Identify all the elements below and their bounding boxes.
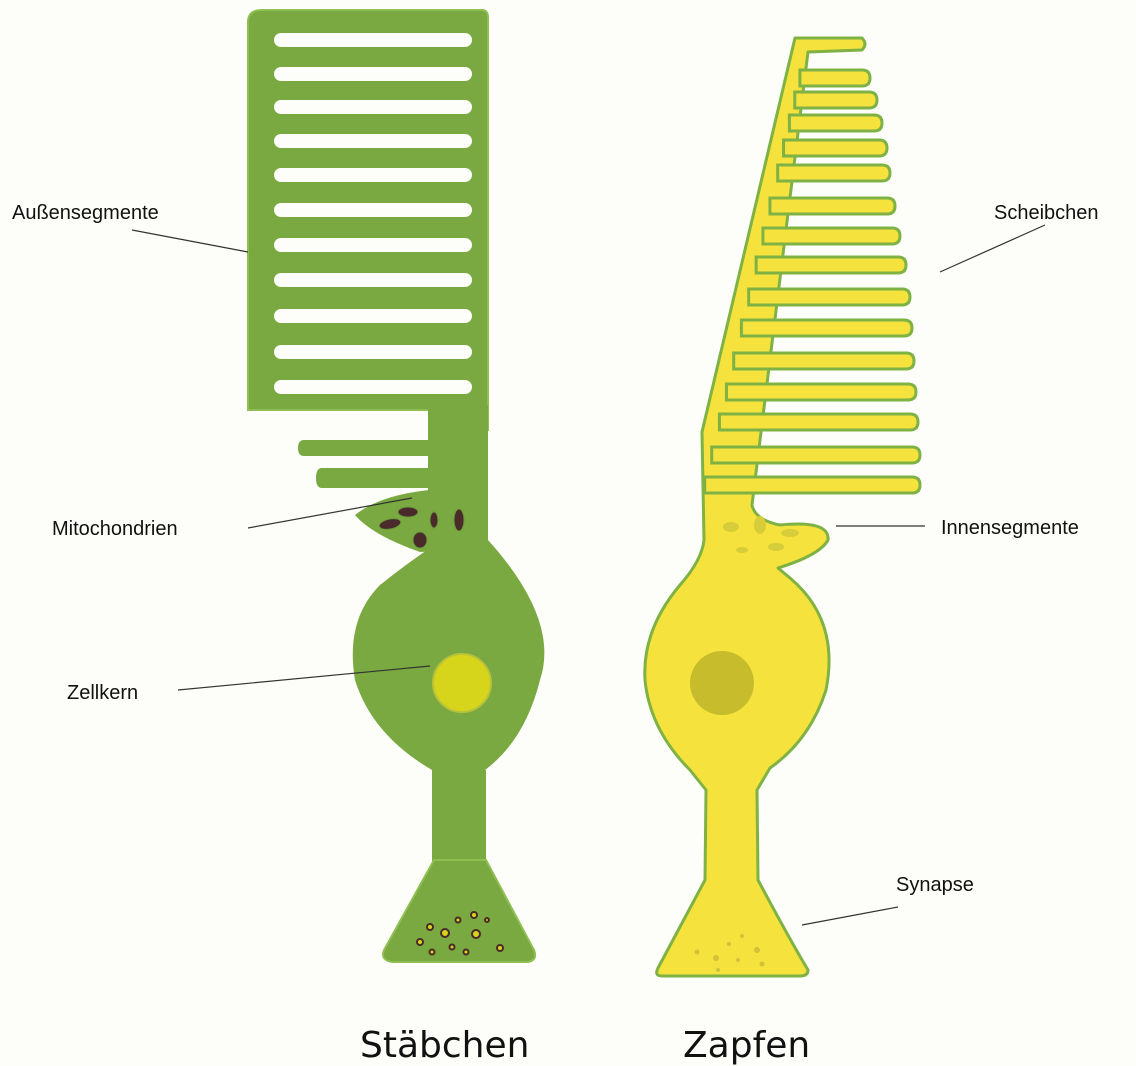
label-synapse: Synapse	[896, 874, 974, 896]
cone-disc-finger	[719, 414, 918, 430]
cone-disc-finger	[741, 320, 912, 336]
label-outer-segment: Außensegmente	[12, 202, 159, 224]
cone-disc-finger	[734, 353, 914, 369]
label-mitochondria: Mitochondrien	[52, 518, 178, 540]
title-cone: Zapfen	[683, 1025, 810, 1066]
rod-disc-slit	[274, 273, 472, 287]
rod-disc-slit	[274, 134, 472, 148]
rod-nucleus	[433, 654, 491, 712]
label-nucleus: Zellkern	[67, 682, 138, 704]
rod-synapse	[383, 860, 535, 962]
rod-disc-slit	[274, 168, 472, 182]
label-discs: Scheibchen	[994, 202, 1099, 224]
title-rod: Stäbchen	[360, 1025, 529, 1066]
cone-disc-finger	[749, 289, 910, 305]
cone-nucleus	[690, 651, 754, 715]
rod-disc-slit	[274, 309, 472, 323]
label-inner-segment: Innensegmente	[941, 517, 1079, 539]
cone-disc-finger	[763, 228, 900, 244]
rod-disc-slit	[274, 238, 472, 252]
rod-disc-slit	[274, 345, 472, 359]
rod-disc-slit	[274, 33, 472, 47]
rod-axon	[432, 770, 486, 870]
cone-disc-finger	[770, 198, 895, 214]
rod-disc-slit	[274, 100, 472, 114]
cone-disc-finger	[778, 165, 890, 181]
cone-disc-finger	[756, 257, 906, 273]
cone-disc-finger	[726, 384, 916, 400]
rod-disc-slit	[274, 380, 472, 394]
cone-disc-finger	[800, 70, 870, 86]
rod-disc-slit	[274, 67, 472, 81]
rod-disc-slit	[274, 203, 472, 217]
rod-cell	[248, 10, 544, 962]
cone-disc-finger	[789, 115, 882, 131]
rod-disc-flap	[298, 440, 440, 456]
cone-disc-finger	[795, 92, 877, 108]
cone-disc-finger	[705, 477, 920, 493]
cone-disc-finger	[784, 140, 887, 156]
rod-disc-flap	[316, 468, 440, 488]
cone-cell	[645, 38, 920, 976]
cone-disc-finger	[712, 447, 920, 463]
